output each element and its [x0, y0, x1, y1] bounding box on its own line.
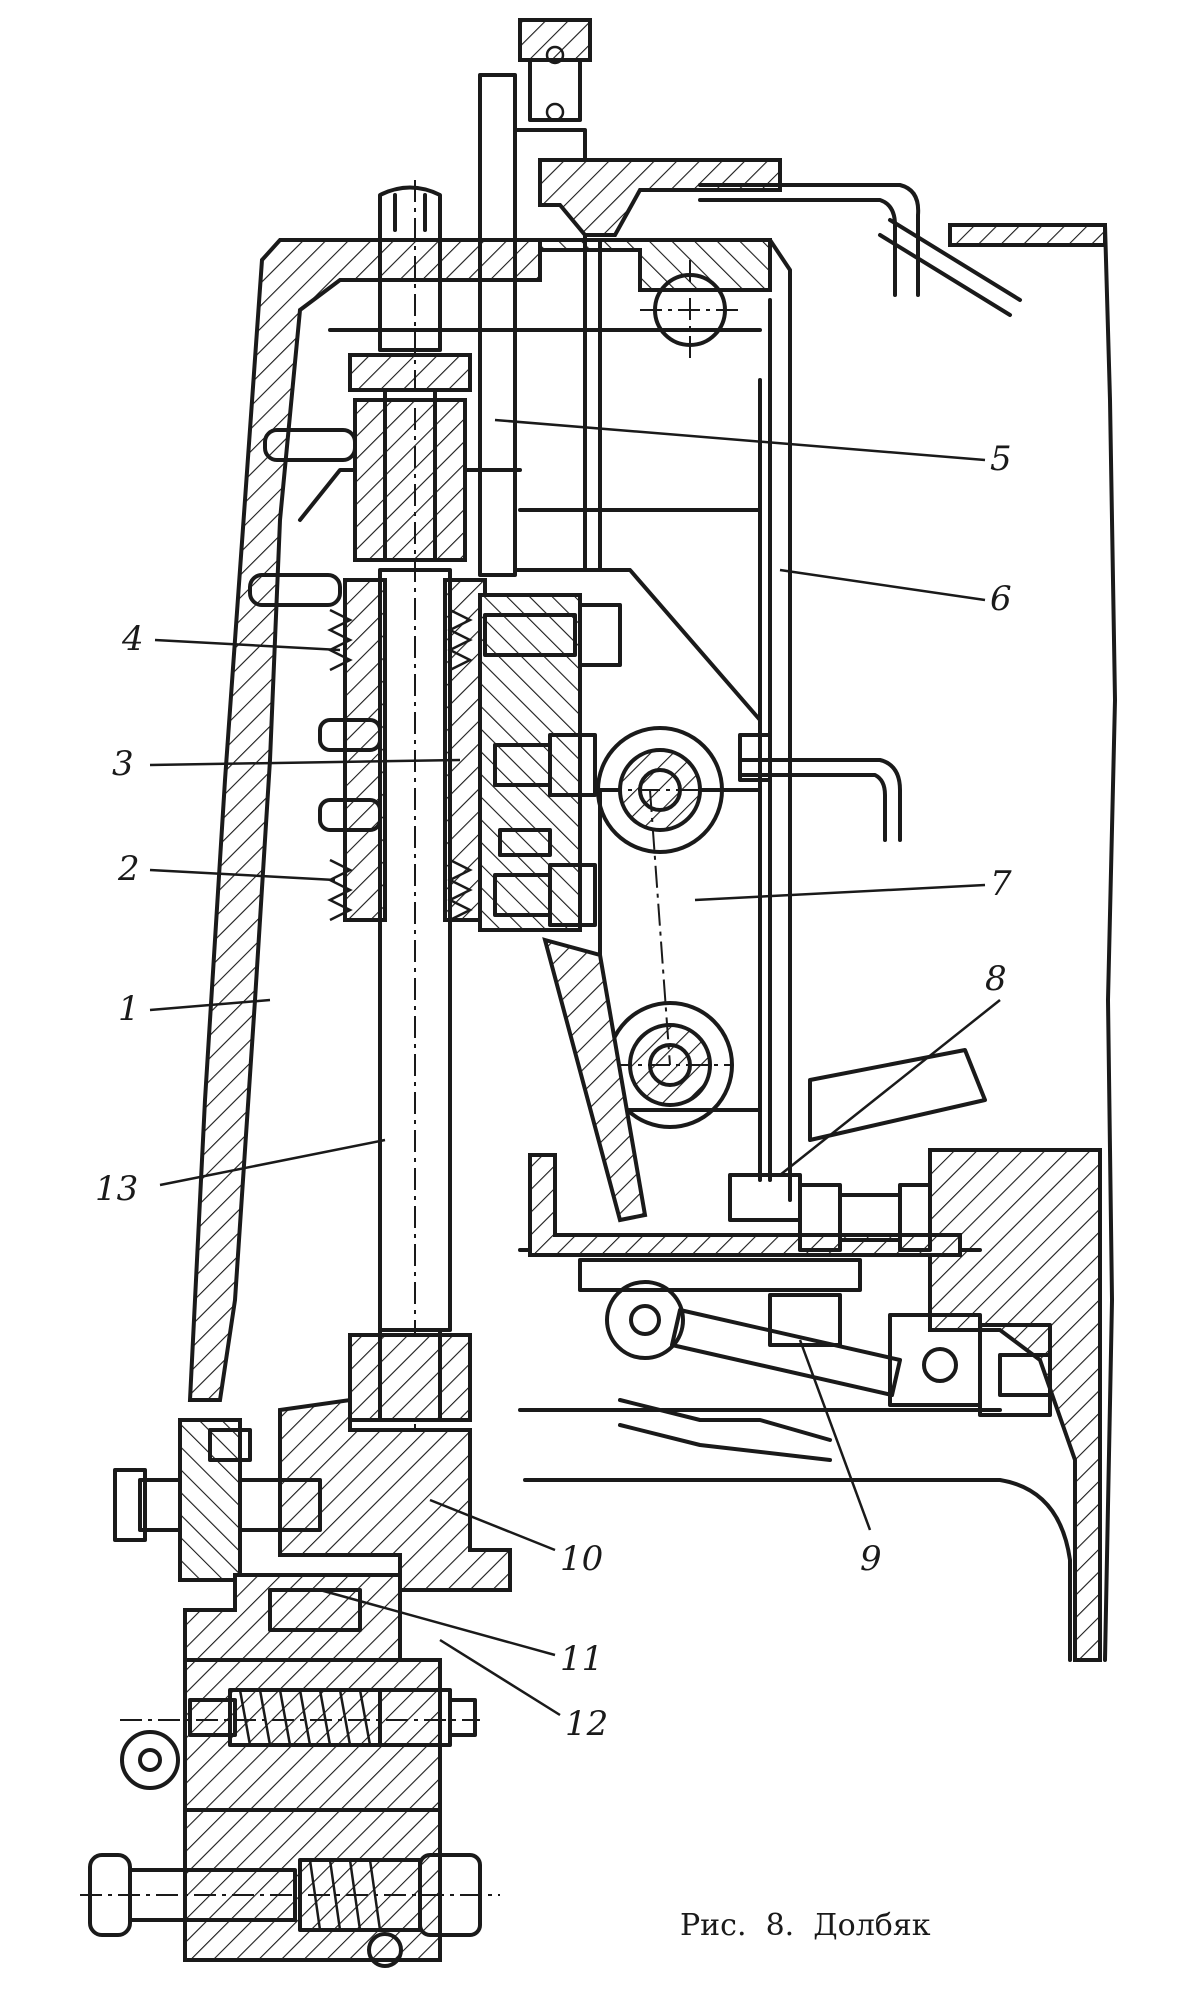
link-rod	[578, 1258, 1052, 1462]
top-rod-assembly	[478, 18, 1022, 577]
label-13: 13	[95, 1169, 138, 1209]
spindle	[248, 180, 487, 1430]
label-12: 12	[565, 1704, 608, 1744]
label-6: 6	[990, 579, 1012, 619]
label-5: 5	[990, 439, 1012, 479]
lower-head	[80, 1397, 512, 1968]
label-3: 3	[112, 744, 134, 784]
lever-plate	[528, 937, 987, 1257]
label-4: 4	[121, 619, 144, 659]
leader-lines	[149, 418, 1001, 1717]
figure-caption: Рис. 8. Долбяк	[680, 1908, 931, 1943]
label-10: 10	[560, 1539, 603, 1579]
label-1: 1	[118, 989, 140, 1029]
crank-link	[596, 726, 902, 1129]
label-11: 11	[560, 1639, 603, 1679]
label-2: 2	[117, 849, 140, 889]
label-7: 7	[990, 864, 1012, 904]
label-9: 9	[860, 1539, 882, 1579]
label-8: 8	[985, 959, 1007, 999]
